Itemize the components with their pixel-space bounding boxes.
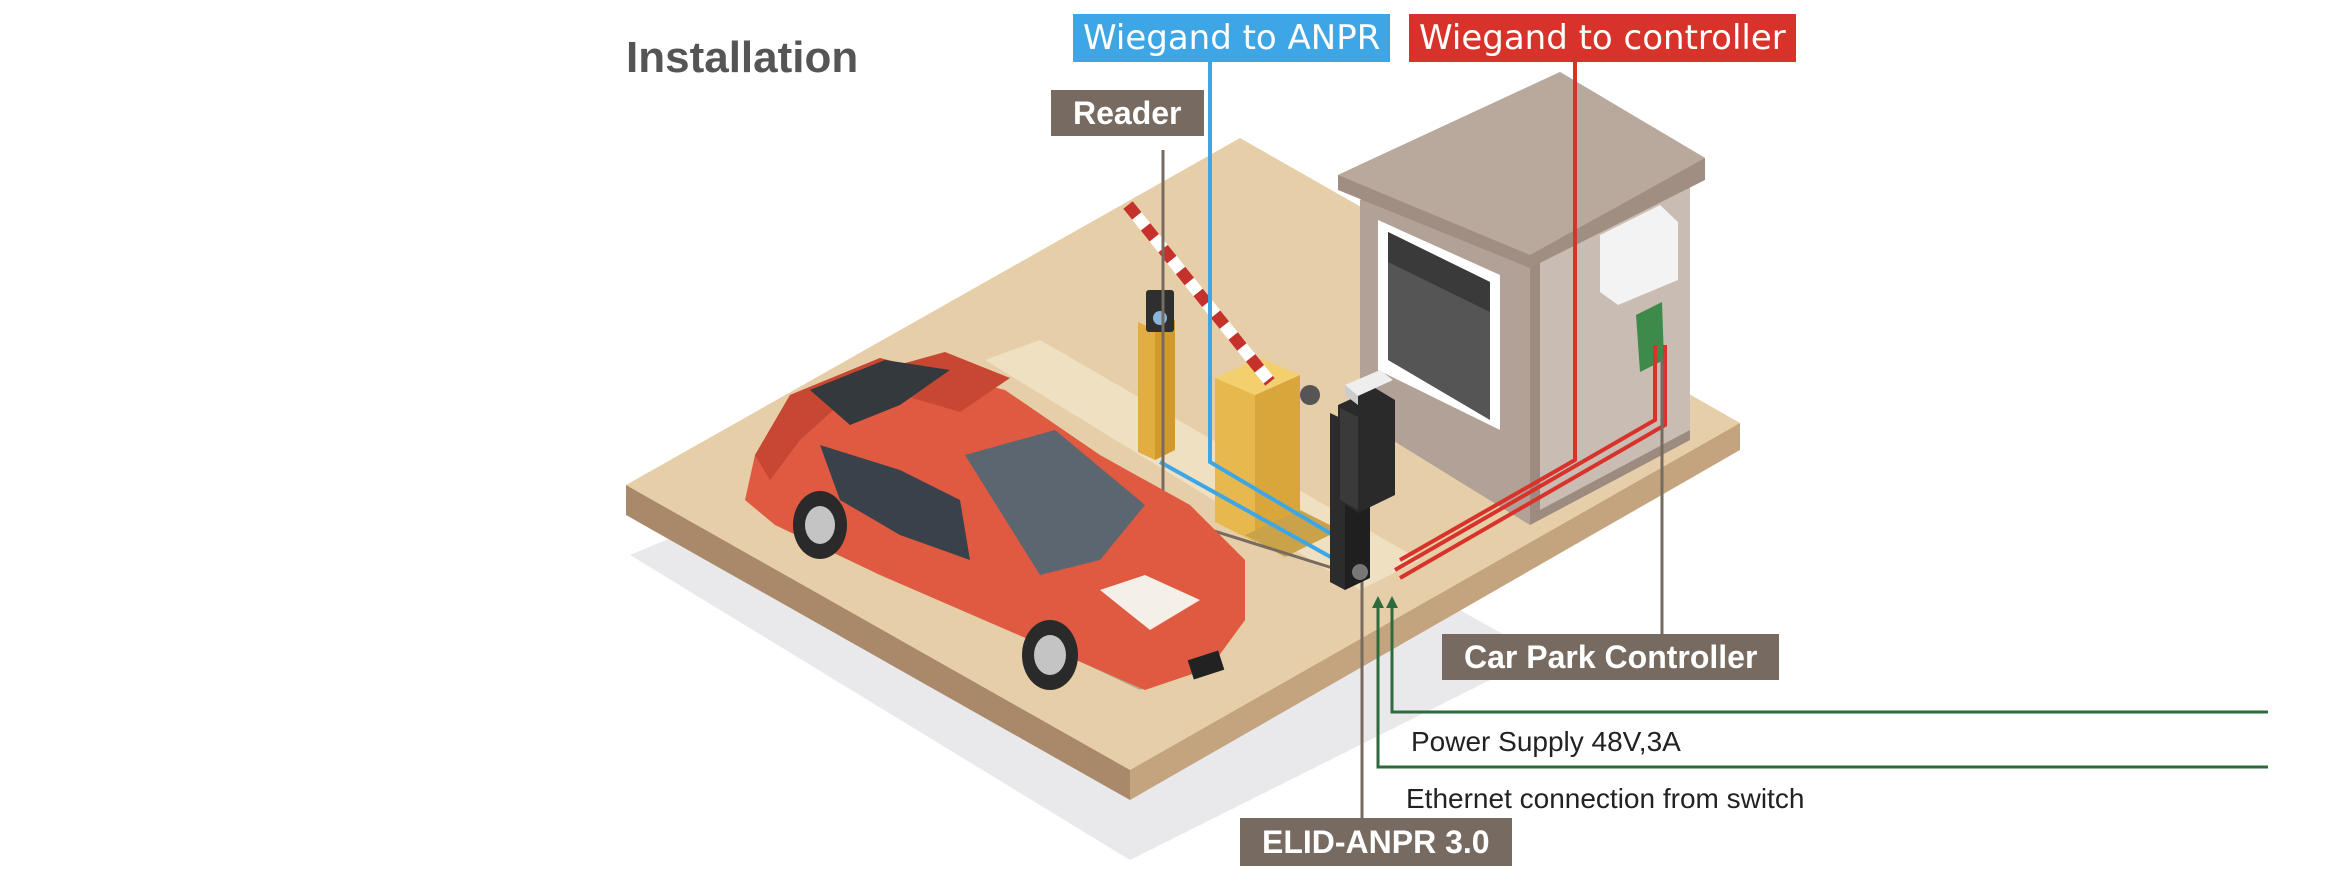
ethernet-label: Ethernet connection from switch	[1406, 783, 1805, 814]
reader-label: Reader	[1051, 90, 1204, 136]
wiegand-to-controller-label: Wiegand to controller	[1409, 14, 1796, 62]
elid-anpr-label: ELID-ANPR 3.0	[1240, 818, 1512, 866]
wiegand-to-anpr-label: Wiegand to ANPR	[1073, 14, 1391, 62]
car-park-booth	[1338, 72, 1705, 525]
power-supply-label: Power Supply 48V,3A	[1411, 726, 1681, 757]
page-title: Installation	[626, 33, 859, 82]
reader-pole	[1138, 290, 1175, 460]
car-park-controller-label: Car Park Controller	[1442, 634, 1780, 680]
car	[745, 352, 1245, 690]
anpr-kiosk	[1330, 370, 1395, 590]
